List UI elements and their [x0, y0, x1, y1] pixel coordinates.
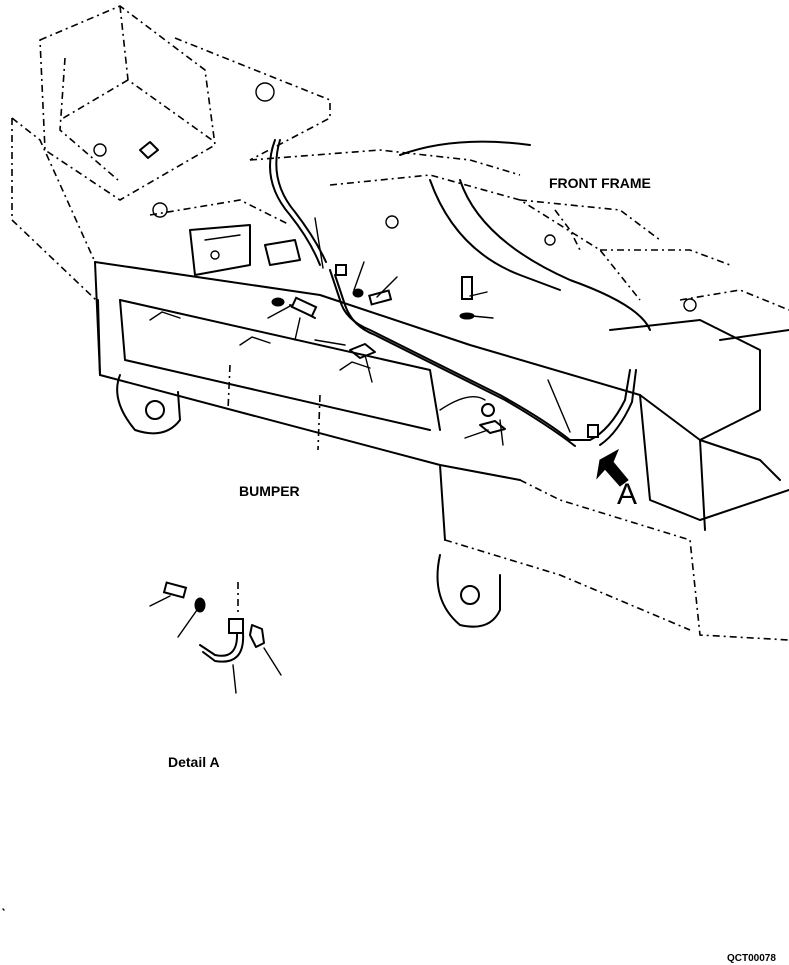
detail-callout-label: A — [617, 478, 638, 511]
drawing-code: QCT00078 — [727, 953, 776, 964]
bumper-label: BUMPER — [239, 483, 300, 499]
bolts-and-washers — [271, 264, 599, 438]
detail-caption: Detail A — [168, 754, 220, 770]
counterweight-block — [39, 5, 331, 201]
detail-a-drawing — [149, 581, 282, 694]
leader-lines — [267, 217, 571, 446]
view-arrow-a — [596, 448, 629, 487]
front-frame-plate — [399, 140, 651, 331]
mount-bracket — [189, 224, 301, 276]
side-box — [609, 289, 789, 441]
lifting-eye-left — [116, 374, 181, 435]
upper-deck — [11, 117, 731, 301]
wiring-harness — [269, 139, 637, 447]
lifting-eye-right — [436, 554, 501, 628]
bumper-body — [94, 261, 789, 641]
front-frame-label: FRONT FRAME — [549, 175, 651, 191]
